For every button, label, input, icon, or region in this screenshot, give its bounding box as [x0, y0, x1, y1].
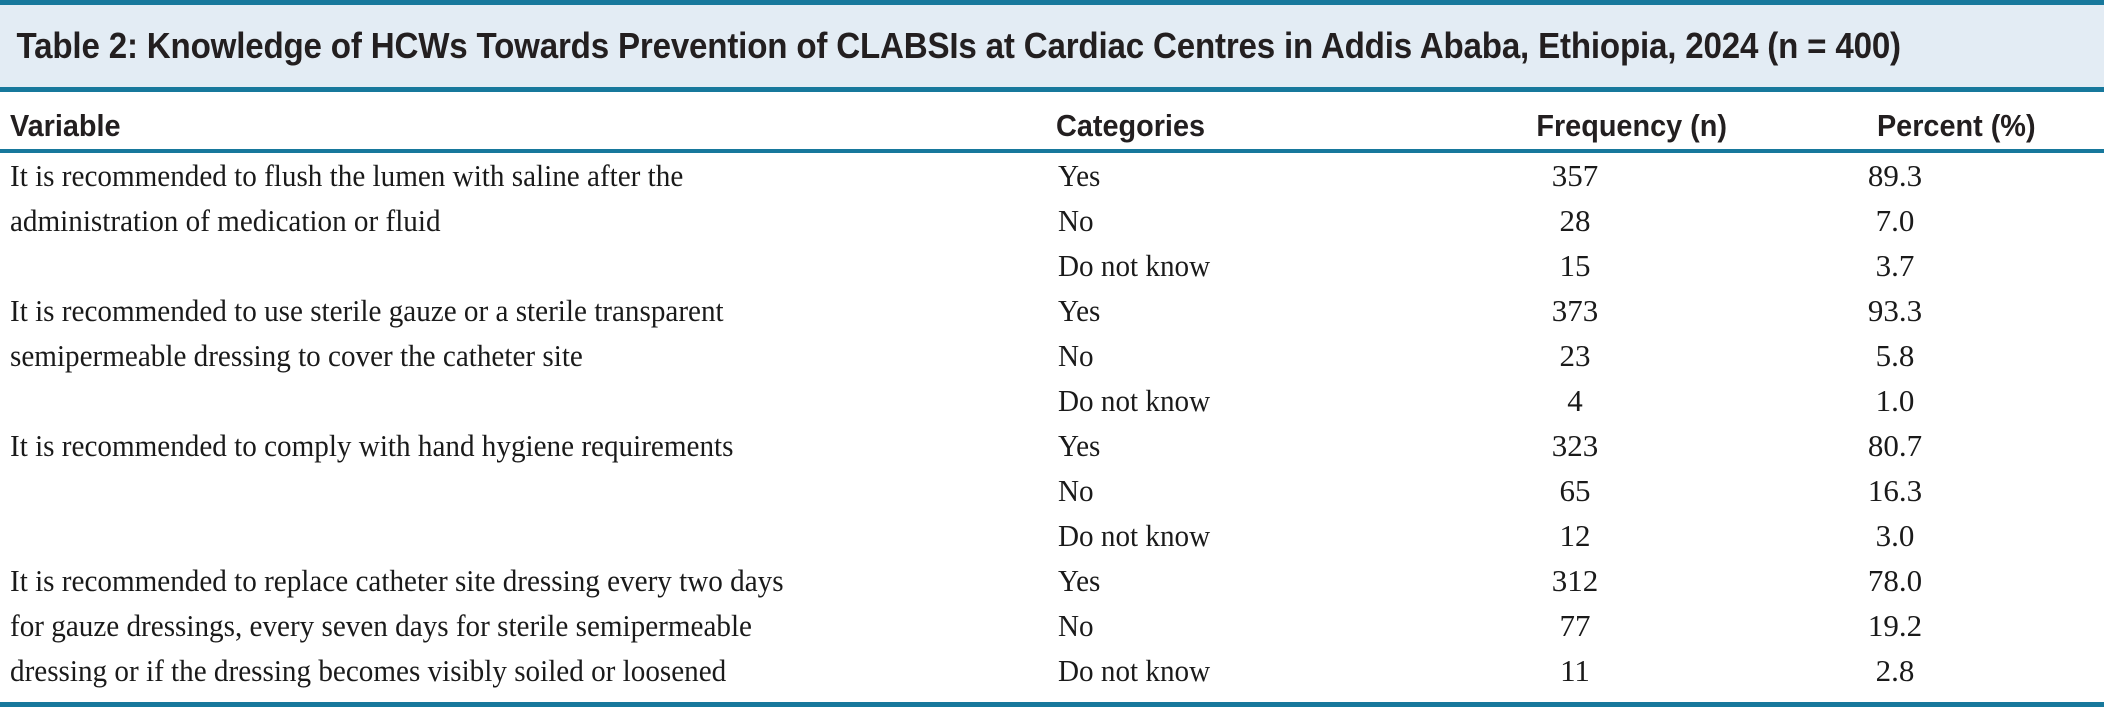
percent-value: 5.8 [1875, 338, 1915, 373]
category-label: Yes [1058, 293, 1101, 328]
frequency-value: 357 [1551, 158, 1599, 193]
frequency-value: 312 [1551, 563, 1599, 598]
table-row: Do not know 11 2.8 [1040, 648, 2104, 693]
frequency-value: 15 [1559, 248, 1591, 283]
category-label: Do not know [1058, 518, 1211, 553]
variable-label-line: It is recommended to comply with hand hy… [10, 428, 734, 463]
table-row: No 65 16.3 [1040, 468, 2104, 513]
category-label: Yes [1058, 158, 1101, 193]
category-label: No [1058, 338, 1094, 373]
column-header-categories: Categories [1056, 108, 1206, 143]
category-label: Do not know [1058, 383, 1211, 418]
frequency-value: 373 [1551, 293, 1599, 328]
table-variable-block: It is recommended to replace catheter si… [0, 558, 2104, 693]
frequency-value: 23 [1559, 338, 1591, 373]
table-variable-block: It is recommended to comply with hand hy… [0, 423, 2104, 558]
percent-value: 19.2 [1867, 608, 1923, 643]
variable-label-line: for gauze dressings, every seven days fo… [10, 608, 752, 643]
category-label: Yes [1058, 428, 1101, 463]
variable-label: It is recommended to comply with hand hy… [10, 423, 978, 468]
table-row: Yes 373 93.3 [1040, 288, 2104, 333]
table-row: No 77 19.2 [1040, 603, 2104, 648]
variable-label-line: dressing or if the dressing becomes visi… [10, 653, 727, 688]
category-label: Yes [1058, 563, 1101, 598]
frequency-value: 4 [1567, 383, 1583, 418]
table-row: No 28 7.0 [1040, 198, 2104, 243]
table-row: Do not know 12 3.0 [1040, 513, 2104, 558]
variable-label-line: It is recommended to flush the lumen wit… [10, 158, 684, 193]
percent-value: 89.3 [1867, 158, 1923, 193]
table-header-row: Variable Categories Frequency (n) Percen… [0, 92, 2104, 153]
variable-label-line: semipermeable dressing to cover the cath… [10, 338, 583, 373]
variable-label-line: It is recommended to use sterile gauze o… [10, 293, 724, 328]
table-variable-block: It is recommended to flush the lumen wit… [0, 153, 2104, 288]
frequency-value: 11 [1560, 653, 1590, 688]
table-variable-block: It is recommended to use sterile gauze o… [0, 288, 2104, 423]
table-bottom-rule [0, 702, 2104, 707]
table-caption: Table 2: Knowledge of HCWs Towards Preve… [16, 25, 1902, 66]
column-header-variable: Variable [10, 108, 121, 143]
variable-label-line: It is recommended to replace catheter si… [10, 563, 784, 598]
percent-value: 1.0 [1875, 383, 1915, 418]
percent-value: 7.0 [1875, 203, 1915, 238]
category-label: Do not know [1058, 653, 1211, 688]
variable-label-line: administration of medication or fluid [10, 203, 441, 238]
table-row: No 23 5.8 [1040, 333, 2104, 378]
frequency-value: 323 [1551, 428, 1599, 463]
percent-value: 3.7 [1875, 248, 1915, 283]
table-row: Yes 357 89.3 [1040, 153, 2104, 198]
table-row: Do not know 15 3.7 [1040, 243, 2104, 288]
table-body: It is recommended to flush the lumen wit… [0, 153, 2104, 709]
percent-value: 3.0 [1875, 518, 1915, 553]
category-label: No [1058, 608, 1094, 643]
column-header-frequency: Frequency (n) [1536, 108, 1727, 143]
frequency-value: 77 [1559, 608, 1591, 643]
table-row: Yes 323 80.7 [1040, 423, 2104, 468]
category-label: No [1058, 203, 1094, 238]
variable-label: It is recommended to use sterile gauze o… [10, 288, 978, 378]
table-row: Yes 312 78.0 [1040, 558, 2104, 603]
variable-label: It is recommended to replace catheter si… [10, 558, 978, 693]
frequency-value: 65 [1559, 473, 1591, 508]
percent-value: 78.0 [1867, 563, 1923, 598]
percent-value: 93.3 [1867, 293, 1923, 328]
category-label: Do not know [1058, 248, 1211, 283]
category-label: No [1058, 473, 1094, 508]
table-row: Do not know 4 1.0 [1040, 378, 2104, 423]
column-header-percent: Percent (%) [1877, 108, 2036, 143]
frequency-value: 28 [1559, 203, 1591, 238]
percent-value: 16.3 [1867, 473, 1923, 508]
variable-label: It is recommended to flush the lumen wit… [10, 153, 978, 243]
frequency-value: 12 [1559, 518, 1591, 553]
table-caption-band: Table 2: Knowledge of HCWs Towards Preve… [0, 0, 2104, 92]
percent-value: 80.7 [1867, 428, 1923, 463]
percent-value: 2.8 [1875, 653, 1915, 688]
